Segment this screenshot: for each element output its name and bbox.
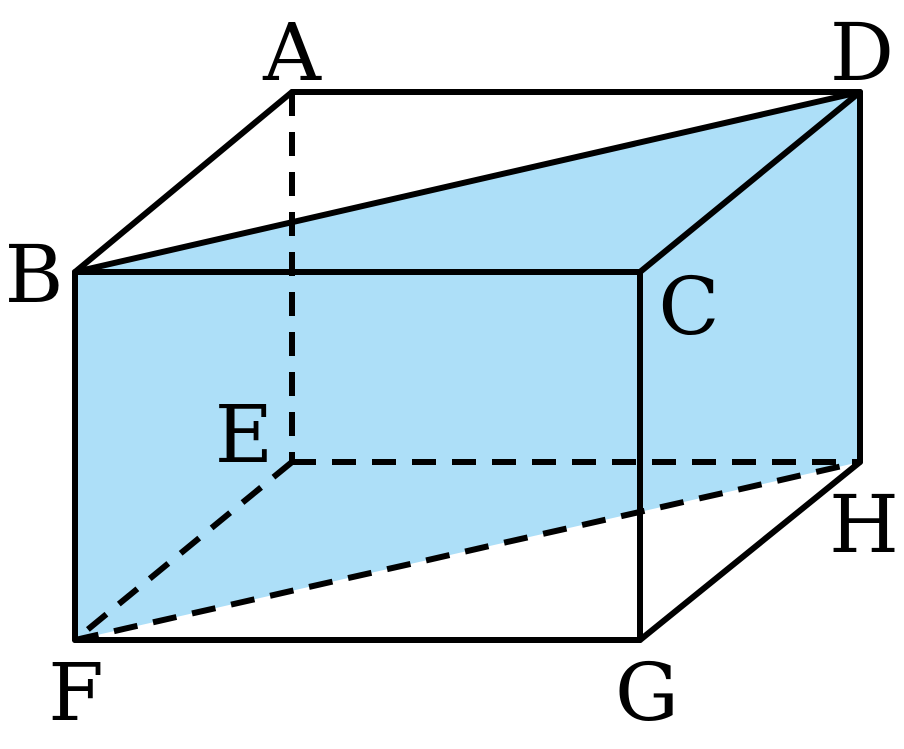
vertex-label-d: D: [830, 6, 894, 99]
vertex-label-g: G: [615, 646, 679, 739]
edge-gh: [637, 459, 863, 643]
vertex-label-c: C: [658, 260, 719, 353]
vertex-label-a: A: [262, 6, 322, 99]
edge-ab: [72, 89, 295, 275]
hidden-edges: [73, 92, 861, 643]
vertex-label-e: E: [215, 388, 273, 481]
edge-bd: [72, 89, 863, 275]
edge-ef: [73, 459, 294, 643]
edge-fh: [74, 459, 861, 643]
vertex-label-f: F: [48, 646, 104, 739]
vertex-label-h: H: [829, 478, 899, 571]
vertex-label-b: B: [5, 228, 64, 321]
edge-cd: [637, 89, 863, 275]
visible-edges: [72, 89, 863, 643]
